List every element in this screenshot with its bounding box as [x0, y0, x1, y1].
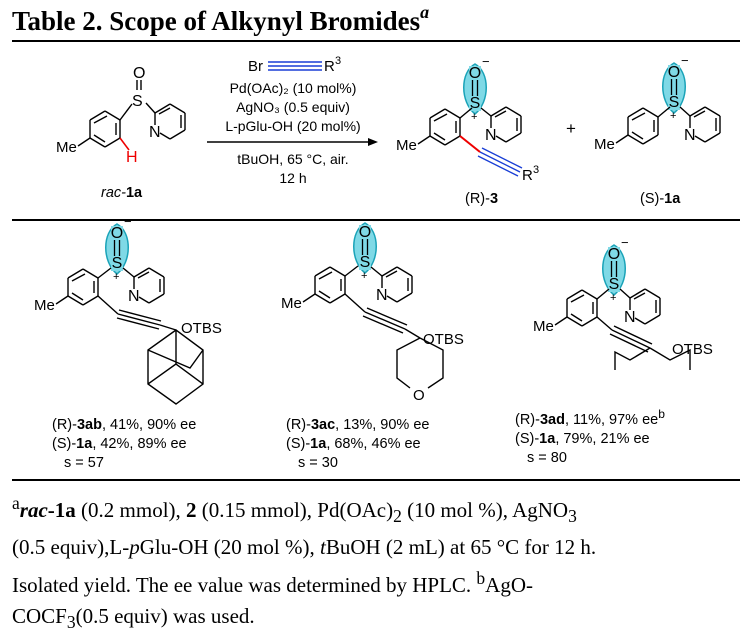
svg-text:R: R	[324, 58, 335, 75]
product-3-label: (R)-3	[465, 191, 499, 207]
plus-sign: +	[566, 119, 576, 138]
hydrogen-atom: H	[126, 149, 138, 166]
reaction-scheme: S O − + N Me	[33, 52, 721, 405]
starting-material-structure: H S O	[55, 65, 186, 166]
svg-text:OTBS: OTBS	[423, 331, 464, 348]
recovered-1a-structure	[593, 52, 721, 154]
product-1a-label: (S)-1a	[640, 191, 681, 207]
compound-3ac-structure: OTBS O	[280, 212, 464, 404]
sulfur-atom: S	[132, 93, 143, 110]
svg-text:3: 3	[533, 164, 539, 176]
svg-text:Br: Br	[248, 58, 263, 75]
compound-3ab-structure: OTBS	[33, 213, 222, 405]
conditions-above: Pd(OAc)₂ (10 mol%) AgNO₃ (0.5 equiv) L-p…	[225, 80, 361, 134]
table-title: Table 2. Scope of Alkynyl Bromidesa	[12, 2, 430, 36]
conditions-below: tBuOH, 65 °C, air. 12 h	[237, 151, 349, 186]
svg-text:3: 3	[335, 55, 341, 67]
svg-text:R: R	[522, 167, 533, 184]
alkynyl-bromide-structure: Br R 3	[248, 55, 341, 75]
svg-text:OTBS: OTBS	[181, 320, 222, 337]
svg-text:O: O	[413, 387, 425, 404]
arrow-head	[368, 138, 378, 146]
product-3-structure: R 3	[395, 53, 539, 184]
sm-label: rac-1a	[101, 185, 143, 201]
entry-3ab-data: (R)-3ab, 41%, 90% ee (S)-1a, 42%, 89% ee…	[52, 416, 197, 471]
top-rule	[12, 40, 740, 42]
bottom-rule	[12, 479, 740, 481]
entry-3ad-data: (R)-3ad, 11%, 97% eeb (S)-1a, 79%, 21% e…	[515, 407, 665, 466]
table-footnote: arac-1a (0.2 mmol), 2 (0.15 mmol), Pd(OA…	[12, 493, 597, 633]
entry-3ac-data: (R)-3ac, 13%, 90% ee (S)-1a, 68%, 46% ee…	[286, 416, 430, 471]
compound-3ad-structure: OTBS	[532, 234, 713, 370]
oxygen-atom: O	[133, 65, 145, 82]
